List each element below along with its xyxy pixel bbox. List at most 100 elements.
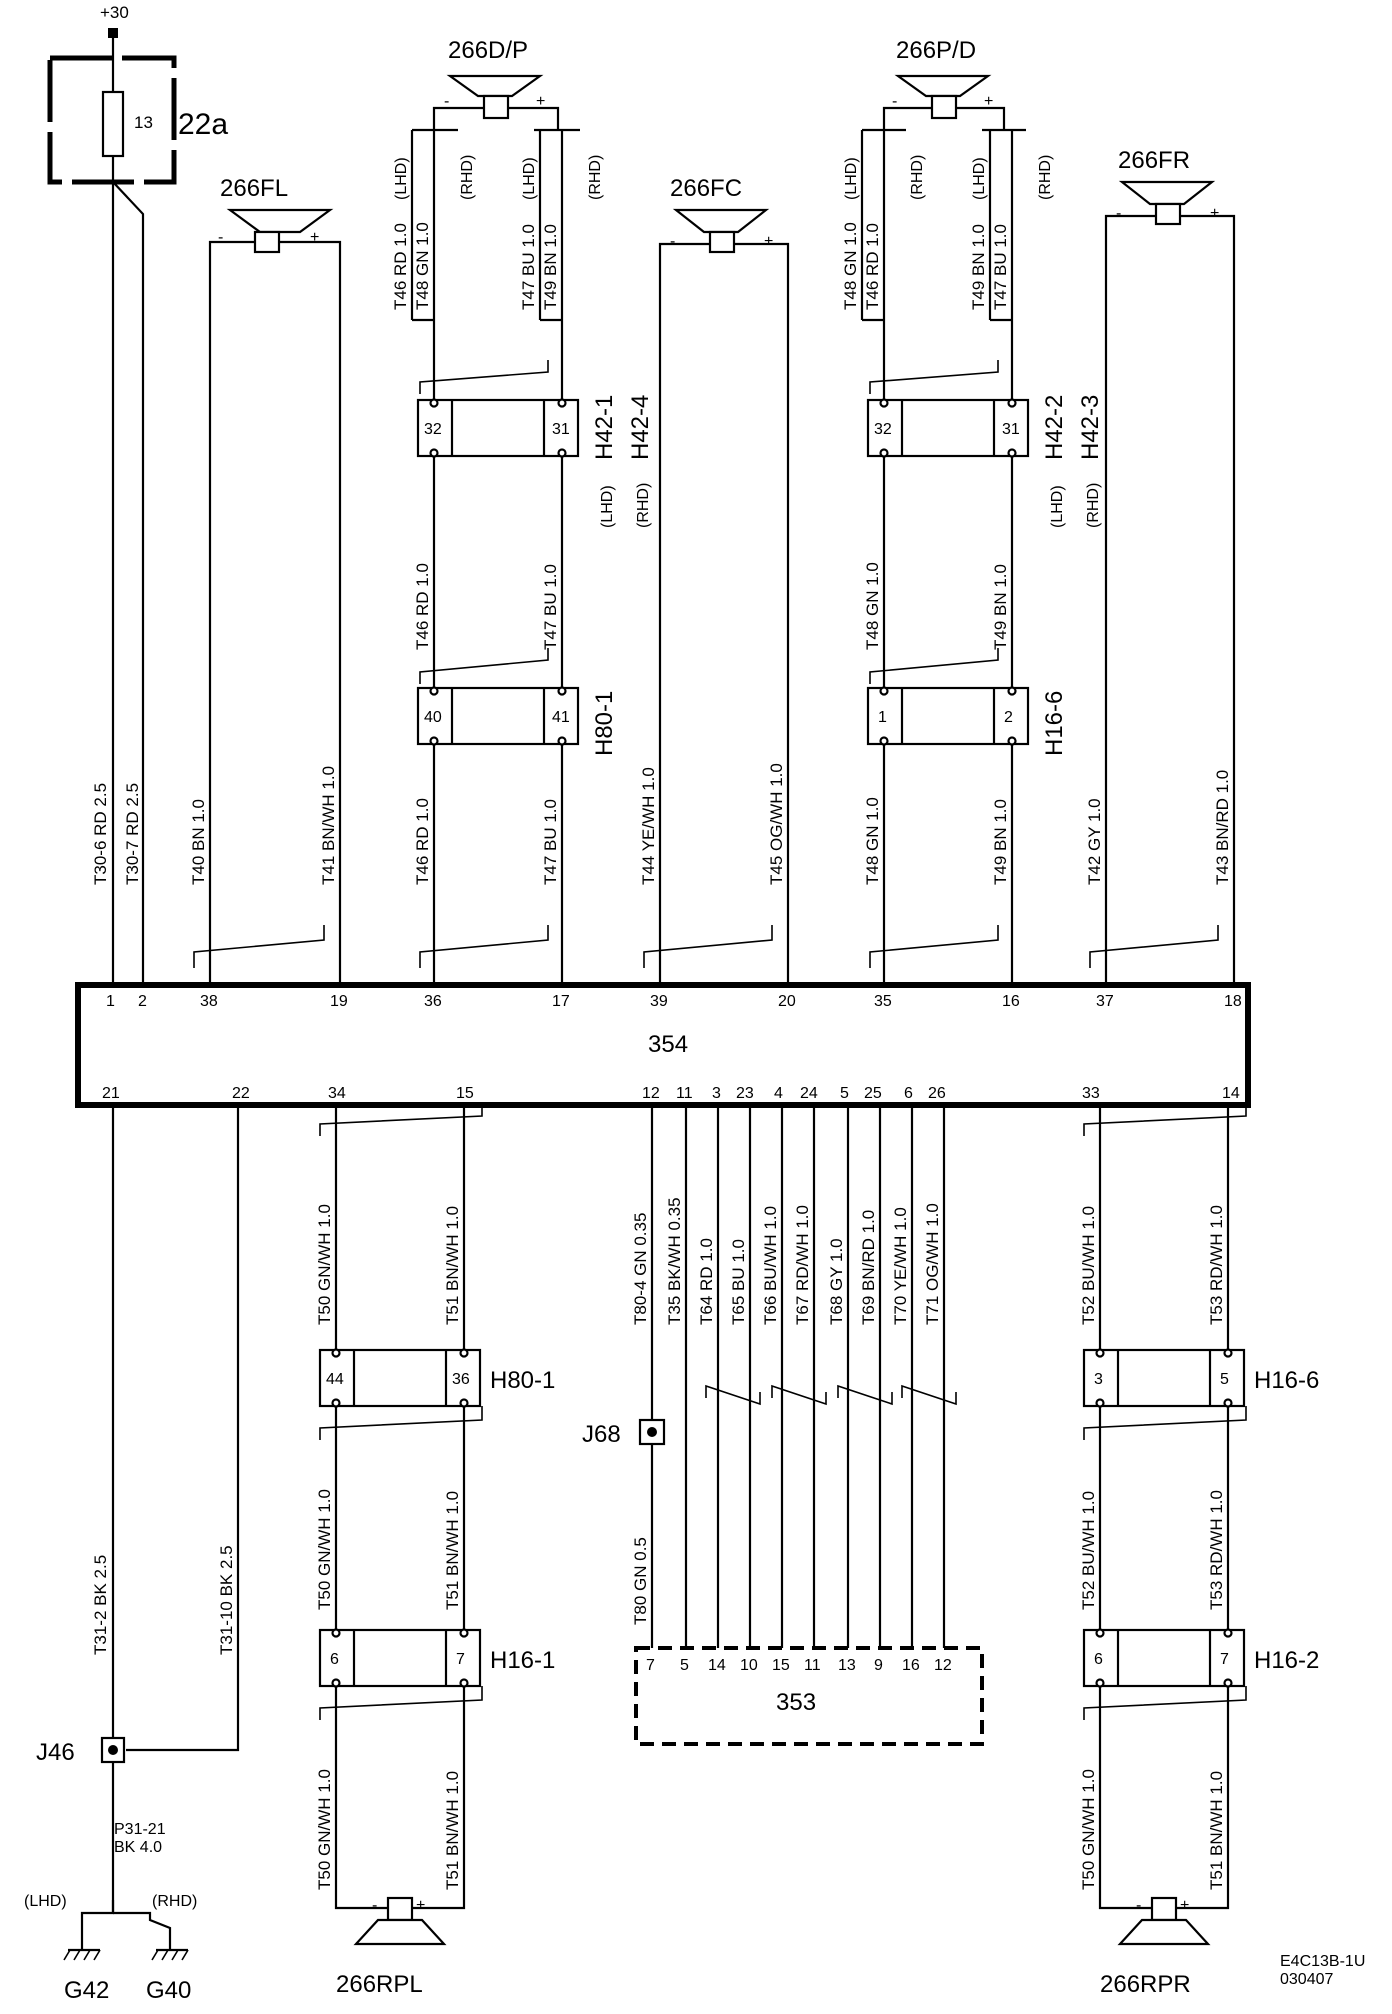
svg-text:35: 35	[874, 993, 892, 1010]
svg-text:T48 GN 1.0: T48 GN 1.0	[863, 797, 882, 885]
speaker-label: 266FC	[670, 175, 742, 202]
connector-h42-2-3: 32 31 H42-2 H42-3 (LHD) (RHD)	[866, 360, 1104, 528]
svg-text:T31-2 BK 2.5: T31-2 BK 2.5	[91, 1555, 110, 1655]
svg-text:T67 RD/WH 1.0: T67 RD/WH 1.0	[793, 1205, 812, 1325]
speaker-label: 266FR	[1118, 147, 1190, 174]
svg-text:-: -	[892, 93, 897, 110]
svg-text:T30-6 RD 2.5: T30-6 RD 2.5	[91, 783, 110, 885]
svg-text:7: 7	[646, 1657, 655, 1674]
speaker-266rpr: 3 5 H16-6 6 7 H16-2 -+ 266RPR	[1082, 1102, 1319, 1998]
svg-text:T68 GY 1.0: T68 GY 1.0	[827, 1238, 846, 1325]
svg-text:T49 BN 1.0: T49 BN 1.0	[991, 564, 1010, 650]
svg-text:23: 23	[736, 1085, 754, 1102]
speaker-label: 266RPR	[1100, 1971, 1191, 1998]
svg-text:14: 14	[708, 1657, 726, 1674]
svg-text:5: 5	[840, 1085, 849, 1102]
svg-text:T66 BU/WH 1.0: T66 BU/WH 1.0	[761, 1206, 780, 1325]
svg-text:16: 16	[902, 1657, 920, 1674]
svg-text:T35 BK/WH 0.35: T35 BK/WH 0.35	[665, 1197, 684, 1325]
svg-text:T49 BN 1.0: T49 BN 1.0	[969, 224, 988, 310]
svg-text:(LHD): (LHD)	[599, 485, 616, 528]
svg-text:T48 GN 1.0: T48 GN 1.0	[863, 562, 882, 650]
svg-text:44: 44	[326, 1371, 344, 1388]
svg-text:20: 20	[778, 993, 796, 1010]
svg-text:7: 7	[1220, 1651, 1229, 1668]
speaker-icon	[353, 1896, 447, 1946]
svg-text:T49 BN 1.0: T49 BN 1.0	[541, 224, 560, 310]
svg-text:T45 OG/WH 1.0: T45 OG/WH 1.0	[767, 763, 786, 885]
svg-text:+: +	[1180, 1897, 1189, 1914]
speaker-label: 266FL	[220, 175, 288, 202]
svg-text:19: 19	[330, 993, 348, 1010]
svg-text:(LHD): (LHD)	[843, 157, 860, 200]
connector-h16-6-lower	[1082, 1348, 1246, 1408]
svg-text:P31-21: P31-21	[114, 1821, 166, 1838]
connector-label: H80-1	[490, 1367, 555, 1394]
svg-text:(RHD): (RHD)	[459, 155, 476, 200]
ground-branch: J46 P31-21 BK 4.0 (LHD) (RHD) G42 G40	[24, 1105, 240, 2004]
supply-label: +30	[100, 3, 129, 22]
svg-text:-: -	[1116, 205, 1121, 222]
connector-box	[416, 398, 580, 458]
svg-text:2: 2	[1004, 709, 1013, 726]
svg-text:(LHD): (LHD)	[1049, 485, 1066, 528]
svg-text:1: 1	[878, 709, 887, 726]
svg-text:T48 GN 1.0: T48 GN 1.0	[413, 222, 432, 310]
svg-text:(RHD): (RHD)	[587, 155, 604, 200]
svg-text:T50 GN/WH 1.0: T50 GN/WH 1.0	[315, 1204, 334, 1325]
svg-text:15: 15	[456, 1085, 474, 1102]
svg-text:T51 BN/WH 1.0: T51 BN/WH 1.0	[443, 1771, 462, 1890]
svg-text:T69 BN/RD 1.0: T69 BN/RD 1.0	[859, 1210, 878, 1325]
reference-code: E4C13B-1U	[1280, 1953, 1365, 1970]
svg-text:T44 YE/WH 1.0: T44 YE/WH 1.0	[639, 767, 658, 885]
ground-icon	[151, 1948, 189, 1961]
svg-text:7: 7	[456, 1651, 465, 1668]
svg-text:11: 11	[804, 1657, 821, 1674]
speaker-266fl: 266FL - +	[193, 175, 342, 985]
connector-h16-2	[1082, 1628, 1246, 1688]
svg-text:5: 5	[1220, 1371, 1229, 1388]
svg-text:38: 38	[200, 993, 218, 1010]
svg-text:31: 31	[552, 421, 570, 438]
svg-text:33: 33	[1082, 1085, 1100, 1102]
svg-text:40: 40	[424, 709, 442, 726]
svg-text:(RHD): (RHD)	[1037, 155, 1054, 200]
svg-text:10: 10	[740, 1657, 758, 1674]
wire-labels: T30-6 RD 2.5 T30-7 RD 2.5 T40 BN 1.0 T41…	[91, 155, 1232, 1890]
svg-text:(LHD): (LHD)	[24, 1893, 67, 1910]
svg-text:+: +	[310, 229, 319, 246]
ecu-354: 354	[75, 982, 1251, 1108]
speaker-icon	[1118, 180, 1216, 226]
svg-text:37: 37	[1096, 993, 1114, 1010]
svg-text:+: +	[416, 1897, 425, 1914]
connector-label: H16-1	[490, 1647, 555, 1674]
connector-label: H42-2	[1041, 395, 1068, 460]
svg-text:11: 11	[676, 1085, 693, 1102]
svg-text:(RHD): (RHD)	[152, 1893, 197, 1910]
svg-text:16: 16	[1002, 993, 1020, 1010]
supply-terminal-icon	[108, 28, 118, 38]
fuse-label: 22a	[178, 108, 228, 141]
svg-text:6: 6	[904, 1085, 913, 1102]
amp-wiring: J68 353 7 5 14 10 15 11 13 9 16 12	[582, 1105, 984, 1746]
svg-text:BK 4.0: BK 4.0	[114, 1839, 162, 1856]
svg-text:T51 BN/WH 1.0: T51 BN/WH 1.0	[443, 1206, 462, 1325]
svg-text:(LHD): (LHD)	[393, 157, 410, 200]
svg-text:14: 14	[1222, 1085, 1240, 1102]
svg-text:32: 32	[874, 421, 892, 438]
svg-text:(RHD): (RHD)	[909, 155, 926, 200]
connector-h16-6-upper: 1 2 H16-6	[866, 648, 1068, 756]
connector-box	[866, 398, 1030, 458]
svg-text:36: 36	[424, 993, 442, 1010]
svg-text:24: 24	[800, 1085, 818, 1102]
amp-label: 353	[776, 1689, 816, 1716]
svg-text:-: -	[218, 229, 223, 246]
svg-text:T46 RD 1.0: T46 RD 1.0	[413, 563, 432, 650]
svg-text:+: +	[764, 233, 773, 250]
amp-353-box	[634, 1646, 984, 1746]
reference-date: 030407	[1280, 1971, 1333, 1988]
speaker-266fc: 266FC -+	[643, 175, 790, 985]
svg-text:T70 YE/WH 1.0: T70 YE/WH 1.0	[891, 1207, 910, 1325]
svg-text:-: -	[1136, 1897, 1141, 1914]
svg-text:T46 RD 1.0: T46 RD 1.0	[413, 798, 432, 885]
